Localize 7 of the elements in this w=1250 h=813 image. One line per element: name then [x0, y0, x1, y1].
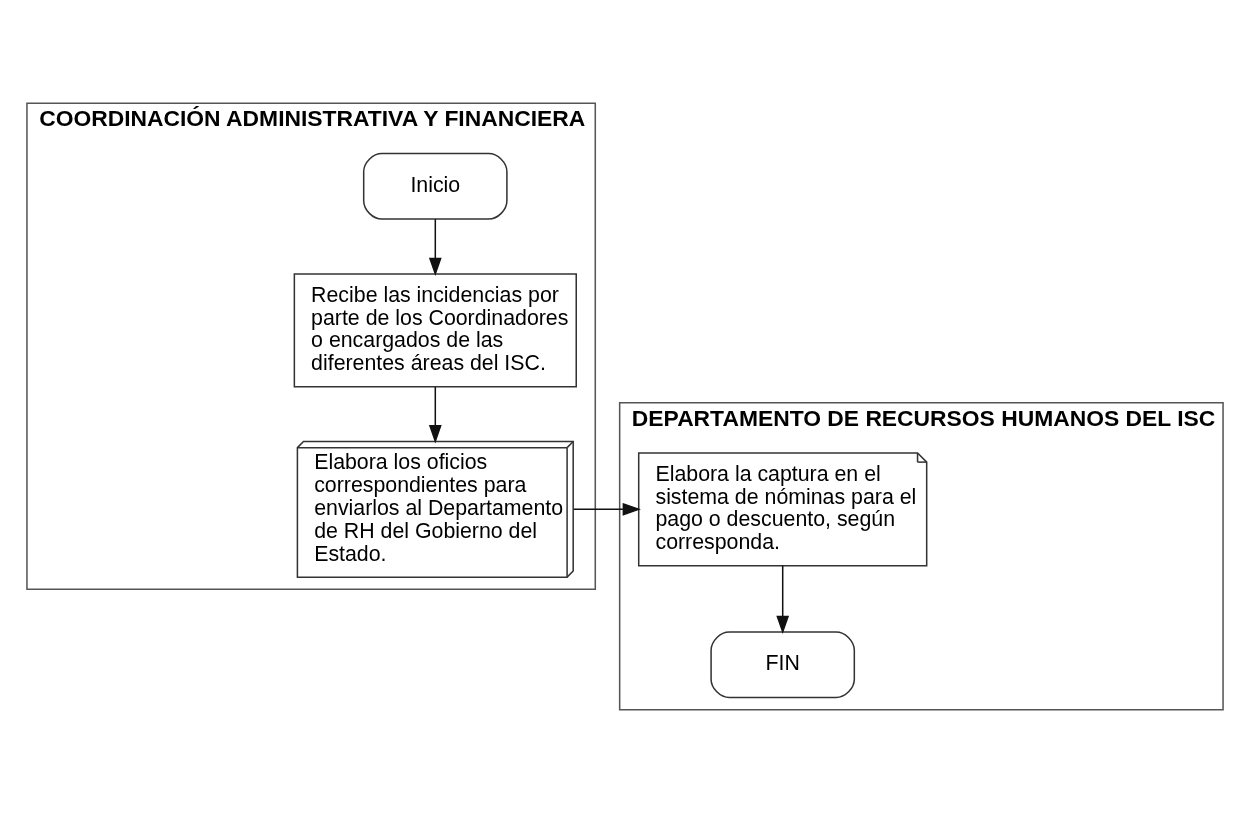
arrow: [776, 565, 790, 635]
arrow: [428, 218, 442, 277]
node-box: FIN: [710, 631, 856, 699]
node-box: Inicio: [362, 152, 508, 220]
arrow: [428, 386, 442, 444]
arrow: [572, 502, 641, 516]
node-box: Recibe las incidencias por parte de los Coordinadores o encargados de las diferentes áreas del ISC.: [293, 273, 577, 388]
